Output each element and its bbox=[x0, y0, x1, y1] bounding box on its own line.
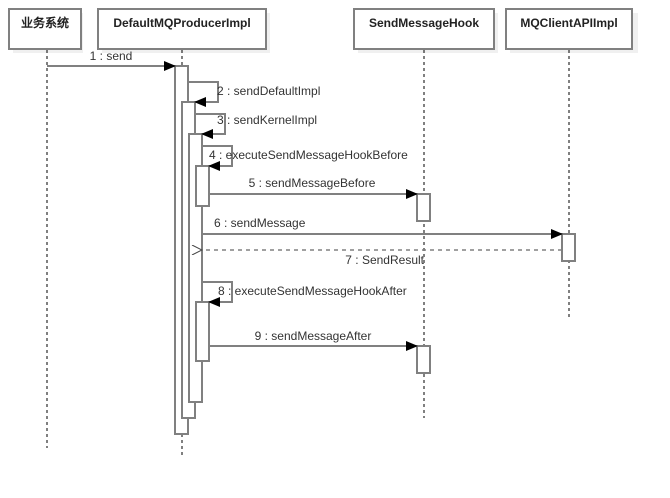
participant-box bbox=[8, 8, 82, 50]
participant-label: SendMessageHook bbox=[369, 16, 479, 30]
message-3[interactable]: 3 : sendKernelImpl bbox=[195, 113, 317, 139]
activation-hook-after bbox=[416, 345, 431, 374]
message-label: 3 : sendKernelImpl bbox=[217, 113, 317, 127]
participant-label: 业务系统 bbox=[21, 15, 69, 30]
activation-hookBefore bbox=[195, 165, 210, 207]
message-label: 6 : sendMessage bbox=[214, 216, 306, 230]
message-label: 4 : executeSendMessageHookBefore bbox=[209, 148, 408, 162]
participant-biz[interactable]: 业务系统 bbox=[8, 8, 83, 53]
message-label: 1 : send bbox=[90, 49, 133, 63]
participant-box bbox=[97, 8, 267, 50]
message-arrow bbox=[202, 145, 233, 171]
participant-producer[interactable]: DefaultMQProducerImpl bbox=[97, 8, 270, 53]
participant-box bbox=[353, 8, 495, 50]
activation-client bbox=[561, 233, 576, 262]
message-2[interactable]: 2 : sendDefaultImpl bbox=[188, 81, 320, 107]
message-arrow bbox=[188, 81, 219, 107]
message-4[interactable]: 4 : executeSendMessageHookBefore bbox=[202, 145, 408, 171]
participant-hook[interactable]: SendMessageHook bbox=[353, 8, 498, 53]
message-arrow bbox=[195, 113, 226, 139]
message-arrow bbox=[202, 281, 233, 307]
message-label: 2 : sendDefaultImpl bbox=[217, 84, 320, 98]
message-5[interactable]: 5 : sendMessageBefore bbox=[209, 176, 418, 199]
message-1[interactable]: 1 : send bbox=[47, 49, 176, 71]
activation-hook-before bbox=[416, 193, 431, 222]
participant-label: DefaultMQProducerImpl bbox=[113, 16, 250, 30]
participant-label: MQClientAPIImpl bbox=[520, 16, 617, 30]
message-7[interactable]: 7 : SendResult bbox=[202, 250, 562, 267]
activation-hookAfter bbox=[195, 301, 210, 362]
message-label: 7 : SendResult bbox=[345, 253, 424, 267]
participant-box bbox=[505, 8, 633, 50]
message-label: 5 : sendMessageBefore bbox=[249, 176, 376, 190]
message-8[interactable]: 8 : executeSendMessageHookAfter bbox=[202, 281, 407, 307]
participant-client[interactable]: MQClientAPIImpl bbox=[505, 8, 638, 53]
message-label: 9 : sendMessageAfter bbox=[255, 329, 372, 343]
message-9[interactable]: 9 : sendMessageAfter bbox=[209, 329, 418, 351]
message-label: 8 : executeSendMessageHookAfter bbox=[218, 284, 407, 298]
message-6[interactable]: 6 : sendMessage bbox=[202, 216, 563, 239]
